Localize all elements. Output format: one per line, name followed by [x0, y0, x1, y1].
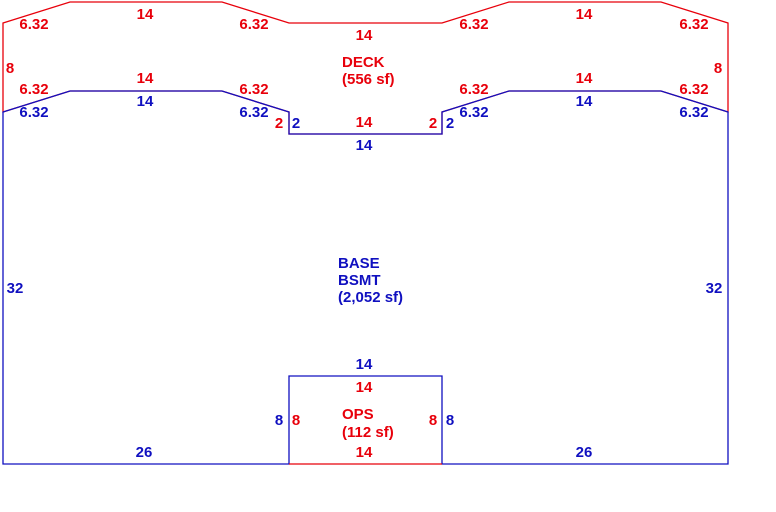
ops-dim-bottom: 14 — [356, 444, 373, 461]
deck-dim-notch-left: 2 — [275, 115, 283, 132]
deck-dim-bottom-right-inner-diag: 6.32 — [459, 81, 488, 98]
deck-dim-notch-bottom: 14 — [356, 114, 373, 131]
base-dim-notch-bottom: 14 — [356, 137, 373, 154]
ops-area-label: (112 sf) — [342, 424, 394, 441]
base-dim-notch-left: 2 — [292, 115, 300, 132]
deck-dim-top-left-inner-diag: 6.32 — [239, 16, 268, 33]
base-dim-top-right-flat: 14 — [576, 93, 593, 110]
base-dim-notch-right: 2 — [446, 115, 454, 132]
ops-name-label: OPS — [342, 406, 374, 423]
deck-dim-top-right-inner-diag: 6.32 — [459, 16, 488, 33]
base-bsmt-outline — [2, 90, 729, 465]
deck-dim-bottom-left-diag: 6.32 — [19, 81, 48, 98]
deck-dim-top-center: 14 — [356, 27, 373, 44]
deck-dim-bottom-right-flat: 14 — [576, 70, 593, 87]
ops-dim-top: 14 — [356, 379, 373, 396]
base-dim-ops-left: 8 — [275, 412, 283, 429]
deck-dim-notch-right: 2 — [429, 115, 437, 132]
base-dim-right-side: 32 — [706, 280, 723, 297]
base-dim-ops-right: 8 — [446, 412, 454, 429]
base-name-label-line1: BASE — [338, 255, 380, 272]
base-dim-top-left-diag: 6.32 — [19, 104, 48, 121]
ops-dim-left: 8 — [292, 412, 300, 429]
base-dim-top-right-inner-diag: 6.32 — [459, 104, 488, 121]
base-name-label-line2: BSMT — [338, 272, 381, 289]
deck-name-label: DECK — [342, 54, 385, 71]
base-area-label: (2,052 sf) — [338, 289, 403, 306]
deck-dim-top-left-flat: 14 — [137, 6, 154, 23]
base-dim-top-right-diag: 6.32 — [679, 104, 708, 121]
base-dim-left-side: 32 — [7, 280, 24, 297]
deck-dim-bottom-left-inner-diag: 6.32 — [239, 81, 268, 98]
base-dim-top-left-flat: 14 — [137, 93, 154, 110]
base-dim-ops-top: 14 — [356, 356, 373, 373]
deck-dim-bottom-right-diag: 6.32 — [679, 81, 708, 98]
ops-dim-right: 8 — [429, 412, 437, 429]
base-dim-bottom-right: 26 — [576, 444, 593, 461]
deck-dim-left-side: 8 — [6, 60, 14, 77]
deck-dim-bottom-left-flat: 14 — [137, 70, 154, 87]
deck-area-label: (556 sf) — [342, 71, 395, 88]
base-dim-top-left-inner-diag: 6.32 — [239, 104, 268, 121]
deck-dim-top-left-diag: 6.32 — [19, 16, 48, 33]
base-dim-bottom-left: 26 — [136, 444, 153, 461]
deck-dim-right-side: 8 — [714, 60, 722, 77]
deck-dim-top-right-flat: 14 — [576, 6, 593, 23]
deck-dim-top-right-diag: 6.32 — [679, 16, 708, 33]
